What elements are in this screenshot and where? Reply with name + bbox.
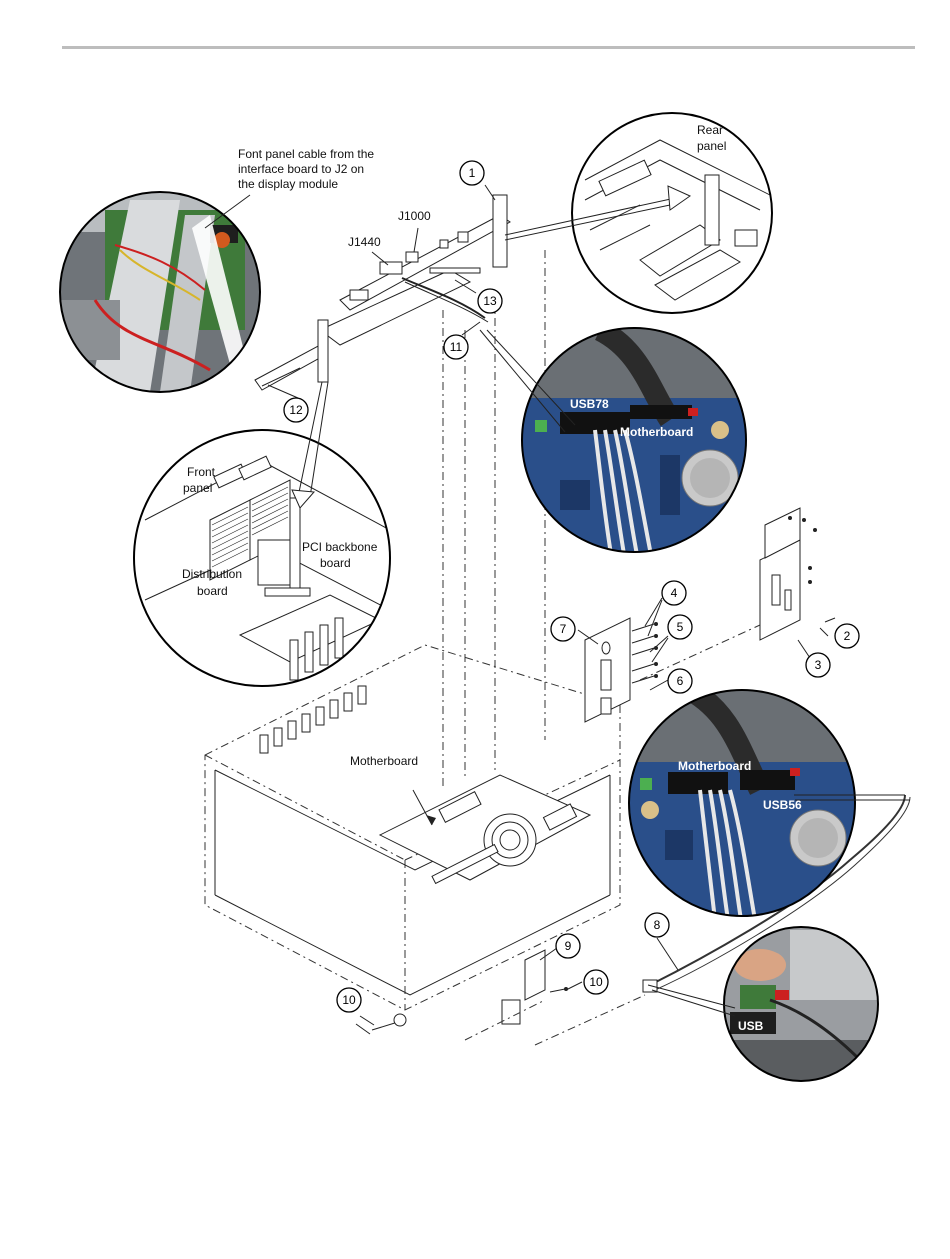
- callout-2: 2: [835, 624, 859, 648]
- callout-3: 3: [806, 653, 830, 677]
- callout-7-label: 7: [560, 622, 567, 636]
- callout-9-label: 9: [565, 939, 572, 953]
- usb78-label: USB78: [570, 397, 609, 411]
- motherboard-usb56-label: Motherboard: [678, 759, 751, 773]
- usb-label: USB: [738, 1019, 764, 1033]
- photo-front-panel-cable: [60, 192, 260, 392]
- callout-5-label: 5: [677, 620, 684, 634]
- chassis-motherboard: [380, 775, 590, 883]
- screws-4-5-6: [632, 622, 658, 683]
- j1000-label: J1000: [398, 209, 431, 223]
- front-panel-cable: [255, 320, 328, 390]
- callout-6: 6: [668, 669, 692, 693]
- callout-9: 9: [556, 934, 580, 958]
- usb56-label: USB56: [763, 798, 802, 812]
- callout-12: 12: [284, 398, 308, 422]
- callout-12-label: 12: [289, 403, 303, 417]
- j1440-label: J1440: [348, 235, 381, 249]
- callout-10-right-label: 10: [589, 975, 603, 989]
- rear-panel-label-line2: panel: [697, 139, 726, 153]
- photo-usb-bracket: [724, 927, 880, 1085]
- front-panel-label-line2: panel: [183, 481, 212, 495]
- distribution-label-line1: Distribution: [182, 567, 242, 581]
- photo-usb56: [628, 690, 858, 930]
- callout-13: 13: [478, 289, 502, 313]
- callout-10-left-label: 10: [342, 993, 356, 1007]
- rear-panel-label-line1: Rear: [697, 123, 723, 137]
- distribution-label-line2: board: [197, 584, 228, 598]
- callout-11-label: 11: [450, 340, 463, 354]
- pci-backbone-label-line1: PCI backbone: [302, 540, 378, 554]
- front-cable-note-line1: Font panel cable from the: [238, 147, 374, 161]
- callout-13-label: 13: [483, 294, 497, 308]
- drawing-front-panel: [134, 430, 394, 690]
- motherboard-chassis-label: Motherboard: [350, 754, 418, 768]
- callout-10-right: 10: [584, 970, 608, 994]
- chassis-frame: [205, 645, 620, 1010]
- callout-6-label: 6: [677, 674, 684, 688]
- callout-1-label: 1: [469, 166, 476, 180]
- drawing-rear-panel: [572, 113, 780, 313]
- callout-2-label: 2: [844, 629, 851, 643]
- usb-bracket-9: [502, 950, 568, 1024]
- callout-4: 4: [662, 581, 686, 605]
- callout-8-label: 8: [654, 918, 661, 932]
- front-panel-label-line1: Front: [187, 465, 216, 479]
- pci-backbone-label-line2: board: [320, 556, 351, 570]
- callout-8: 8: [645, 913, 669, 937]
- front-cable-note-line3: the display module: [238, 177, 338, 191]
- motherboard-usb78-label: Motherboard: [620, 425, 693, 439]
- callout-4-label: 4: [671, 586, 678, 600]
- bracket-3: [760, 508, 835, 640]
- callout-7: 7: [551, 617, 575, 641]
- bracket-7: [585, 618, 630, 722]
- callout-10-left: 10: [337, 988, 361, 1012]
- callout-1: 1: [460, 161, 484, 185]
- front-cable-note-line2: interface board to J2 on: [238, 162, 364, 176]
- photo-usb78: [520, 328, 750, 565]
- callout-11: 11: [444, 335, 468, 359]
- header-rule: [62, 46, 915, 49]
- callout-3-label: 3: [815, 658, 822, 672]
- callout-5: 5: [668, 615, 692, 639]
